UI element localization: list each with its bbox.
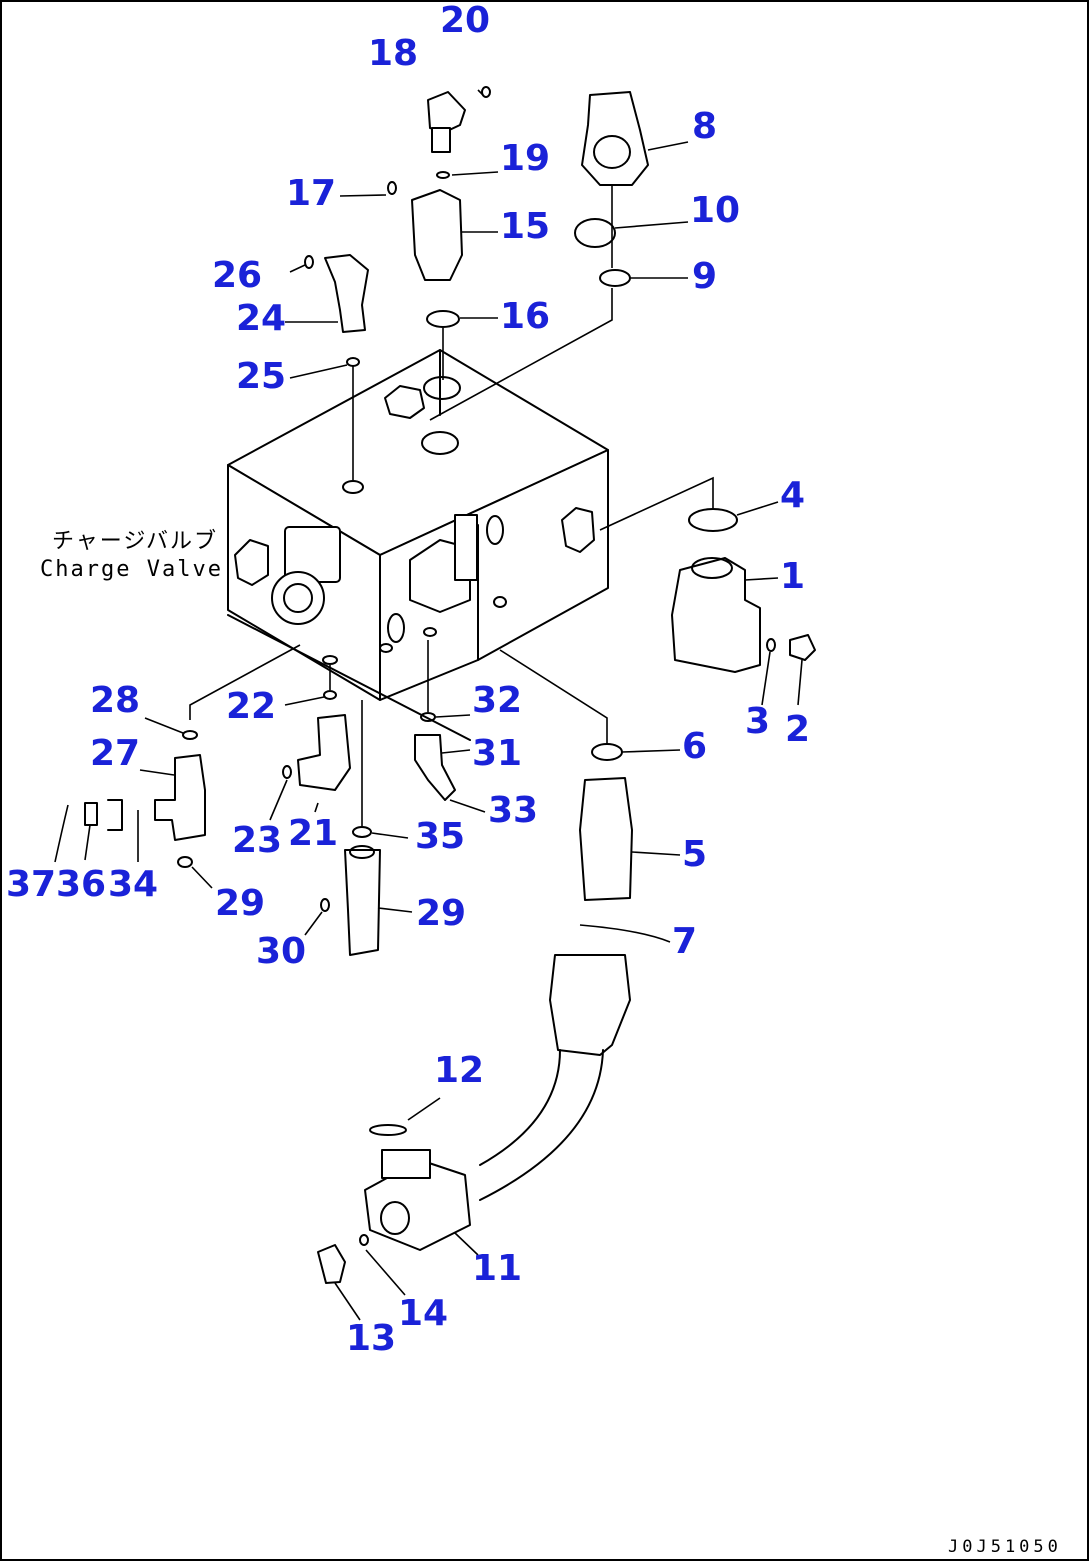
callout-36: 35 bbox=[415, 816, 465, 857]
callout-8: 8 bbox=[692, 106, 717, 147]
part-oring-9 bbox=[429, 269, 688, 421]
callout-34: 33 bbox=[488, 790, 538, 831]
callout-26: 26 bbox=[212, 255, 262, 296]
part-fitting-32 bbox=[414, 640, 486, 813]
callout-33: 32 bbox=[472, 680, 522, 721]
callout-3: 3 bbox=[745, 701, 770, 742]
callout-28: 28 bbox=[90, 680, 140, 721]
callout-18: 18 bbox=[368, 33, 418, 74]
callout-labels: 20 18 8 19 17 10 15 26 9 16 24 25 4 1 28… bbox=[6, 0, 810, 1359]
part-sensor-35 bbox=[304, 700, 413, 956]
callout-11: 11 bbox=[472, 1248, 522, 1289]
callout-7: 7 bbox=[672, 921, 697, 962]
part-hose-11 bbox=[317, 954, 631, 1321]
callout-25: 25 bbox=[236, 356, 286, 397]
part-elbow-8 bbox=[581, 91, 689, 186]
part-oring-6 bbox=[499, 649, 681, 761]
callout-12: 12 bbox=[434, 1050, 484, 1091]
callout-16: 16 bbox=[500, 296, 550, 337]
callout-37: 30 bbox=[256, 931, 306, 972]
callout-9: 9 bbox=[692, 256, 717, 297]
part-fitting-21 bbox=[269, 665, 351, 821]
callout-24: 24 bbox=[236, 298, 286, 339]
callout-2: 2 bbox=[785, 709, 810, 750]
callout-15: 15 bbox=[500, 206, 550, 247]
callout-19: 19 bbox=[500, 138, 550, 179]
part-fitting-18 bbox=[427, 86, 491, 153]
callout-17: 17 bbox=[286, 173, 336, 214]
caption-charge-valve: Charge Valve bbox=[40, 557, 223, 582]
part-block-1 bbox=[671, 557, 816, 706]
callout-10: 10 bbox=[690, 190, 740, 231]
callout-5: 5 bbox=[682, 834, 707, 875]
part-oring-16 bbox=[426, 310, 498, 380]
callout-35: 29 bbox=[416, 893, 466, 934]
caption-japanese: チャージバルブ bbox=[52, 529, 218, 554]
callout-27: 27 bbox=[90, 733, 140, 774]
callout-30: 36 bbox=[56, 864, 106, 905]
part-elbow-24 bbox=[285, 254, 369, 480]
callout-1: 1 bbox=[780, 556, 805, 597]
callout-29b: 29 bbox=[215, 883, 265, 924]
callout-23: 23 bbox=[232, 820, 282, 861]
callout-13: 13 bbox=[346, 1318, 396, 1359]
part-oring-10 bbox=[574, 185, 689, 268]
callout-20: 20 bbox=[440, 0, 490, 41]
callout-14: 14 bbox=[398, 1293, 448, 1334]
part-adapter-5 bbox=[579, 777, 681, 943]
callout-4: 4 bbox=[780, 475, 805, 516]
drawing-code: J0J51050 bbox=[948, 1537, 1062, 1557]
charge-valve-block bbox=[227, 349, 609, 741]
callout-31: 37 bbox=[6, 864, 56, 905]
callout-29a: 34 bbox=[108, 864, 158, 905]
part-valve-15 bbox=[339, 171, 499, 281]
callout-32: 31 bbox=[472, 733, 522, 774]
part-fitting-27 bbox=[54, 644, 301, 889]
callout-21: 21 bbox=[288, 813, 338, 854]
part-oring-4 bbox=[599, 476, 779, 532]
callout-22: 22 bbox=[226, 686, 276, 727]
callout-6: 6 bbox=[682, 726, 707, 767]
